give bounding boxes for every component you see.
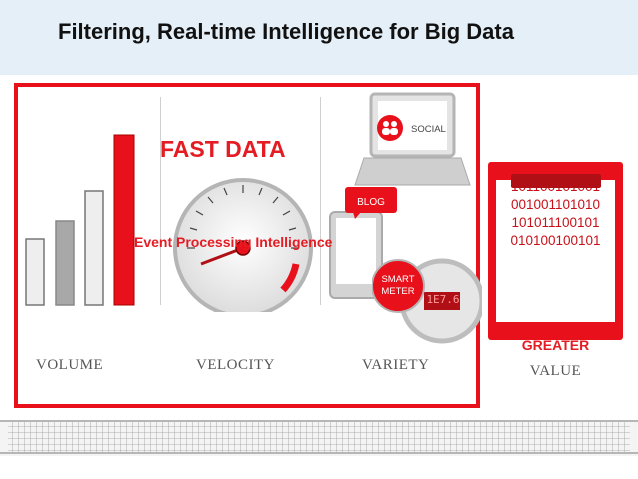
smart-label: SMART [381,274,415,285]
tablet-icon [329,211,383,299]
speedometer-hub [235,240,251,256]
value-label: VALUE [529,363,582,379]
value-card-inner [496,180,615,322]
binary-line: 010100100101 [510,233,601,248]
volume-bar-2 [55,220,75,306]
greater-label: GREATER [521,337,590,353]
binary-line: 101011100101 [511,215,600,230]
meter-label: METER [381,286,415,297]
smart-meter-icon [372,258,482,344]
meter-display [424,292,460,310]
volume-bar-1 [25,238,45,306]
divider-velocity-variety [320,97,321,305]
fast-data-label: FAST DATA [160,136,286,162]
blog-label: BLOG [357,197,385,208]
value-card-slot [511,174,601,188]
binary-block: 101100101001 001001101010 101011100101 0… [496,178,615,250]
binary-line: 001001101010 [510,197,601,212]
event-processing-label: Event Processing Intelligence [134,234,333,250]
social-people-icon [377,115,403,141]
velocity-label: VELOCITY [196,357,275,373]
meter-reading: 1E7.6 [426,293,460,306]
volume-label: VOLUME [36,357,104,373]
speedometer-icon [173,178,313,312]
bottom-grid-pattern [0,420,638,454]
divider-volume-velocity [160,97,161,305]
volume-bar-4 [113,134,135,306]
header-band [0,0,638,75]
social-label: SOCIAL [411,124,446,135]
page-title: Filtering, Real-time Intelligence for Bi… [58,19,514,44]
variety-label: VARIETY [362,357,430,373]
blog-callout [345,187,397,219]
volume-bar-3 [84,190,104,306]
volume-bars [25,134,135,306]
